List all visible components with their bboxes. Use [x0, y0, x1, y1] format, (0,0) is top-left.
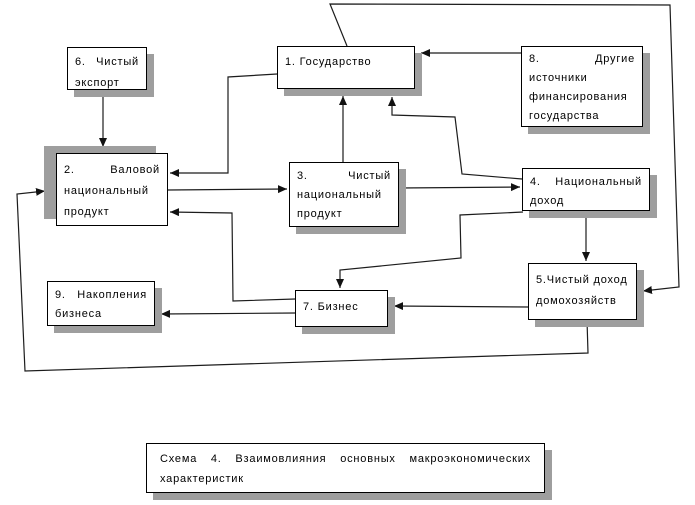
edge-state-to-gnp: [170, 73, 278, 177]
node-line: национальный: [297, 189, 382, 201]
node-line: государства: [529, 110, 600, 122]
node-line: 8. Другие: [529, 50, 635, 69]
node-label: 1. Государство: [285, 56, 372, 68]
node-number: 9.: [55, 289, 66, 301]
node-9-business-savings: 9. Накопления бизнеса: [47, 281, 155, 326]
node-line: финансирования: [529, 91, 628, 103]
node-word: Валовой: [110, 164, 160, 176]
node-6-net-export: 6. Чистый экспорт: [67, 47, 147, 90]
node-4-national-income: 4. Национальный доход: [522, 168, 650, 211]
node-3-net-national-product: 3. Чистый национальный продукт: [289, 162, 399, 227]
edge-national-income-to-state: [388, 97, 523, 180]
node-line: доход: [530, 195, 565, 207]
node-word: Другие: [594, 53, 635, 65]
node-word: Накопления: [77, 289, 147, 301]
node-number: 8.: [529, 53, 540, 65]
node-line: национальный: [64, 185, 149, 197]
node-line: продукт: [297, 208, 343, 220]
caption-box: Схема 4. Взаимовлияния основных макроэко…: [146, 443, 545, 493]
node-word: Чистый: [96, 56, 139, 68]
edge-state-to-household-income: [329, 3, 680, 294]
node-line: бизнеса: [55, 308, 102, 320]
edge-gnp-to-nnp: [167, 185, 288, 194]
node-number: 6.: [75, 56, 86, 68]
edge-business-to-business-savings: [160, 309, 296, 318]
node-word: Национальный: [555, 176, 642, 188]
caption-text: Схема 4. Взаимовлияния основных макроэко…: [160, 453, 531, 485]
node-line: продукт: [64, 206, 110, 218]
edge-national-income-to-business: [336, 211, 524, 288]
node-label: 7. Бизнес: [303, 301, 359, 313]
node-line: 3. Чистый: [297, 167, 391, 186]
node-2-gross-national-product: 2. Валовой национальный продукт: [56, 153, 168, 226]
node-7-business: 7. Бизнес: [295, 290, 388, 327]
node-number: 2.: [64, 164, 75, 176]
node-line: 5.Чистый доход: [536, 274, 628, 286]
node-number: 4.: [530, 176, 541, 188]
node-line: 6. Чистый: [75, 52, 139, 73]
node-word: Чистый: [348, 170, 391, 182]
node-8-other-state-financing-sources: 8. Другие источники финансирования госуд…: [521, 46, 643, 127]
node-5-net-household-income: 5.Чистый доход домохозяйств: [528, 263, 637, 320]
node-1-state: 1. Государство: [277, 46, 415, 89]
edge-household-income-to-gnp: [16, 187, 589, 372]
node-line: 2. Валовой: [64, 160, 160, 181]
node-line: экспорт: [75, 77, 120, 89]
node-line: домохозяйств: [536, 295, 617, 307]
node-line: 4. Национальный: [530, 173, 642, 192]
edge-business-to-gnp: [169, 208, 296, 302]
edge-household-income-to-business: [393, 302, 529, 311]
node-line: 9. Накопления: [55, 286, 147, 305]
node-number: 3.: [297, 170, 308, 182]
node-line: источники: [529, 72, 588, 84]
edge-nnp-to-national-income: [398, 183, 521, 192]
